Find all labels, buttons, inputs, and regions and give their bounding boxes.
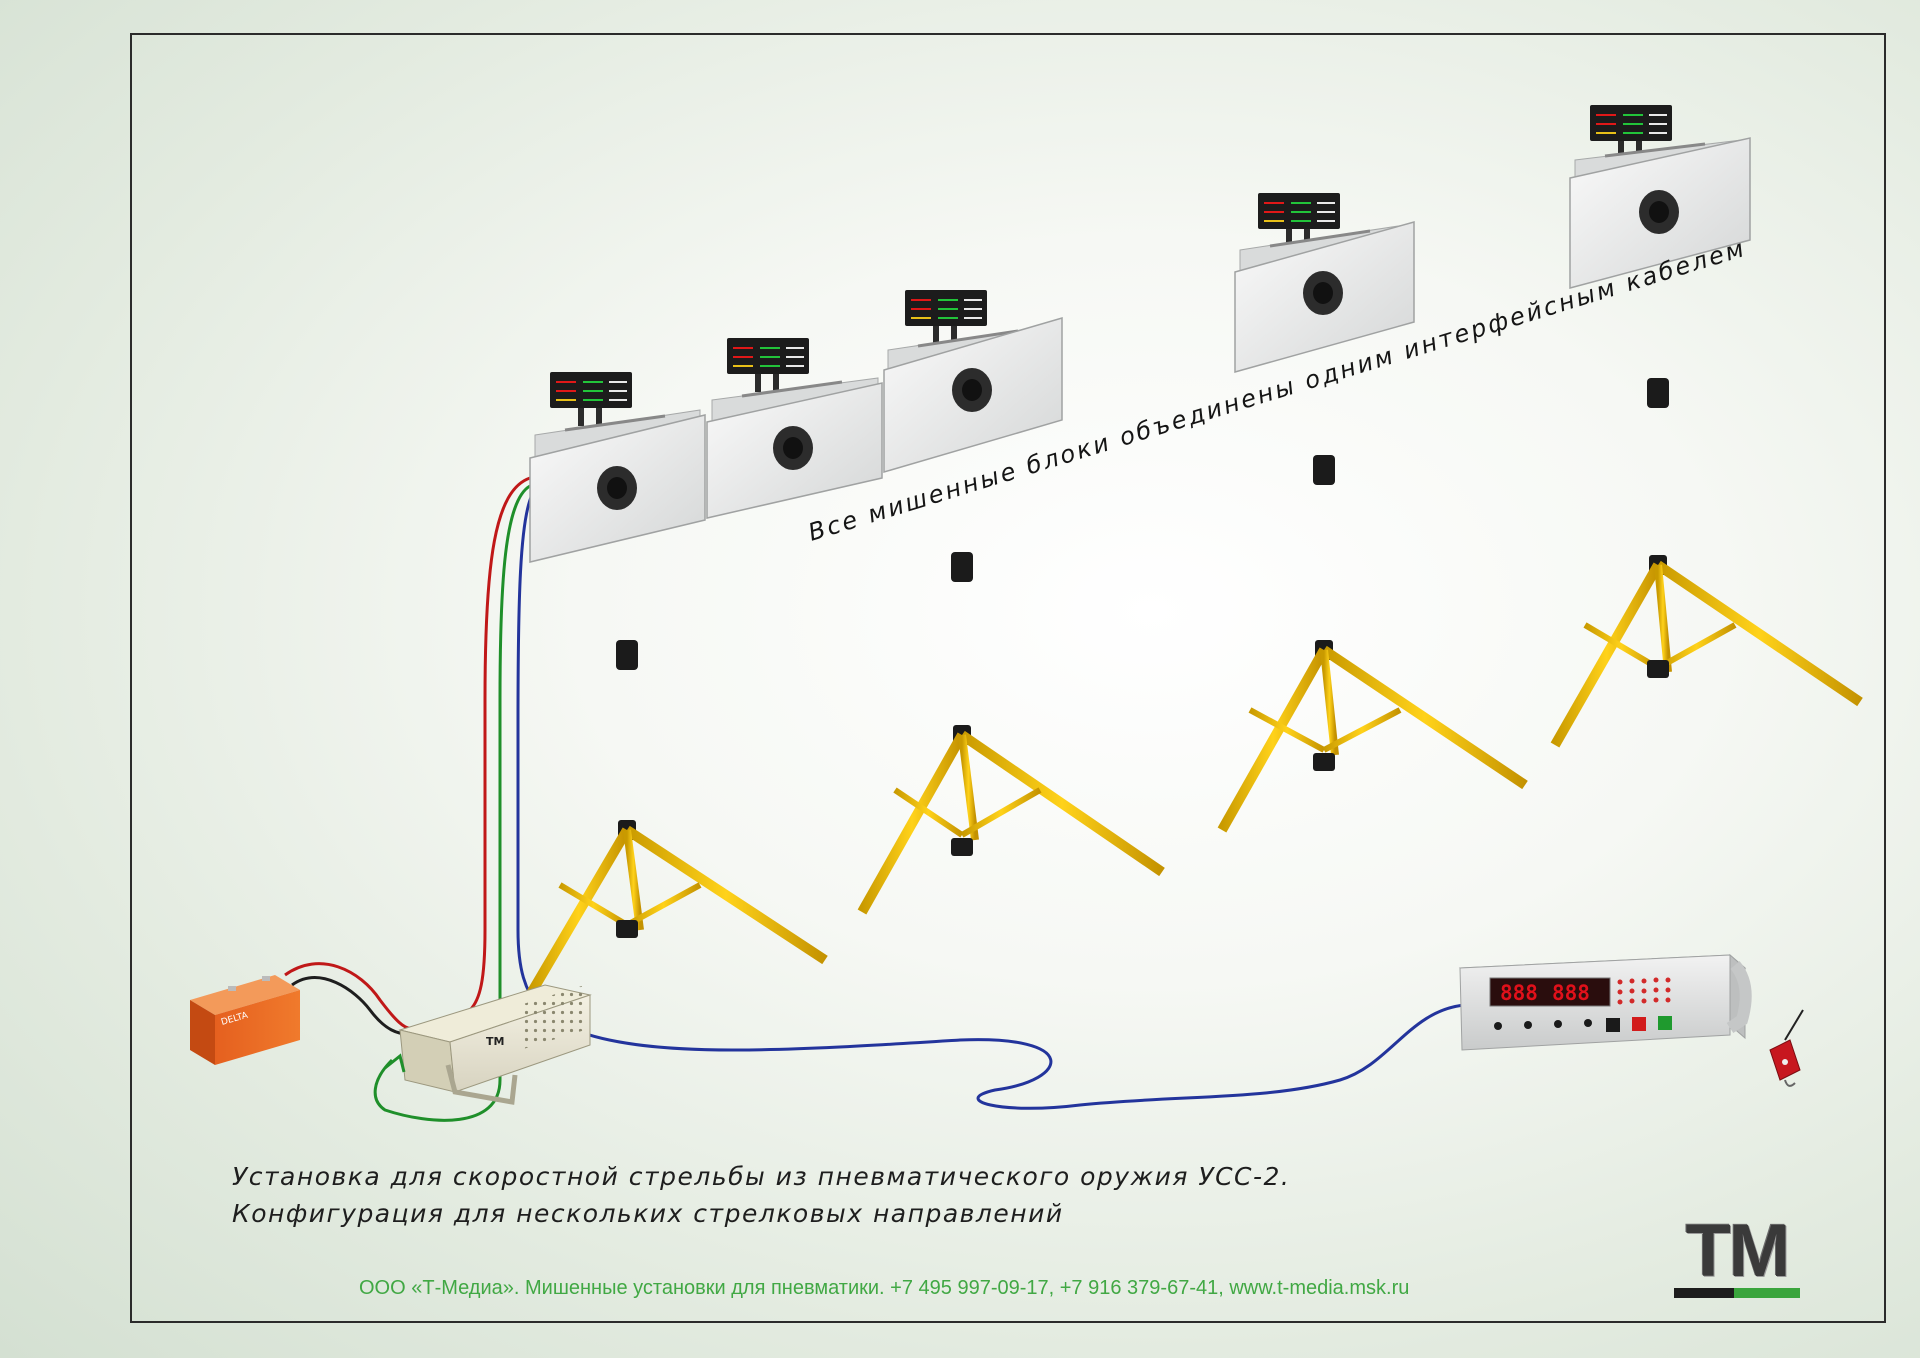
pole-clamp xyxy=(616,640,638,670)
controller-button-green[interactable] xyxy=(1658,1016,1672,1030)
controller-display-left: 888 xyxy=(1500,981,1538,1005)
black-battery-cable xyxy=(291,976,413,1036)
tripod-stand-4 xyxy=(1550,265,1863,748)
blue-cable-targets xyxy=(516,494,542,1011)
caption-subtitle: Конфигурация для нескольких стрелковых н… xyxy=(232,1199,1064,1228)
controller-button-black[interactable] xyxy=(1606,1018,1620,1032)
control-box: ТМ xyxy=(398,984,592,1105)
page-frame xyxy=(130,33,1886,1323)
logo-bar-dark xyxy=(1674,1288,1734,1298)
caption-title: Установка для скоростной стрельбы из пне… xyxy=(232,1162,1291,1191)
logo-bar-green xyxy=(1734,1288,1800,1298)
blue-cable-controller xyxy=(574,1003,1466,1110)
battery: DELTA xyxy=(190,975,300,1065)
target-unit-5 xyxy=(1569,105,1751,289)
green-cable xyxy=(373,484,531,1122)
control-box-label: ТМ xyxy=(486,1035,504,1048)
company-footer: ООО «Т-Медиа». Мишенные установки для пн… xyxy=(359,1277,1410,1299)
target-unit-1 xyxy=(529,372,706,563)
controller-knobs[interactable] xyxy=(1494,1019,1592,1030)
tripod-stand-2 xyxy=(857,440,1165,915)
target-unit-2 xyxy=(706,338,883,519)
controller-button-red[interactable] xyxy=(1632,1017,1646,1031)
red-battery-cable xyxy=(284,962,413,1030)
target-unit-3 xyxy=(883,290,1063,474)
target-unit-4 xyxy=(1234,193,1415,373)
remote-control[interactable] xyxy=(1769,1009,1804,1087)
cables xyxy=(284,476,1466,1122)
company-logo: ТМ xyxy=(1674,1214,1800,1298)
indicator-leds xyxy=(1617,977,1671,1005)
tripod-stand-3 xyxy=(1217,355,1528,833)
red-cable xyxy=(468,476,531,1012)
tripod-stand-1 xyxy=(525,535,828,998)
controller-unit: 888 888 xyxy=(1458,953,1752,1051)
logo-text: ТМ xyxy=(1685,1209,1791,1292)
arrow-icon xyxy=(384,1053,406,1073)
controller-display-right: 888 xyxy=(1552,981,1590,1005)
